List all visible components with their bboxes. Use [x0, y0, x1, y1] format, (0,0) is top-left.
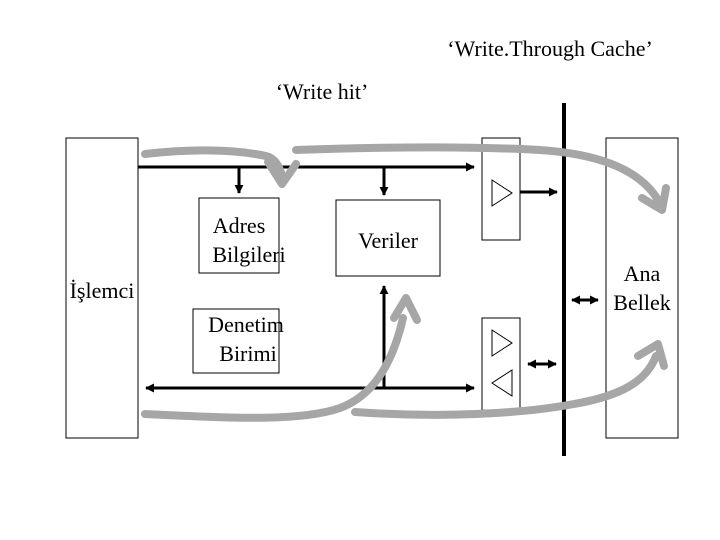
diagram-title: ‘Write.Through Cache’ [447, 36, 653, 61]
control-label-line1: Denetim [208, 312, 284, 337]
bottom-buffer-right-triangle-icon [491, 329, 513, 357]
control-label-line2: Birimi [219, 341, 276, 366]
flow-arrow-lower-to-memory [351, 352, 660, 419]
top-buffer-box [481, 137, 521, 241]
flow-arrow-to-memory [292, 143, 662, 204]
flow-arrowhead-memory [638, 184, 670, 214]
flow-arrowhead-address [264, 158, 300, 188]
processor-block [65, 137, 139, 439]
memory-label-line2: Bellek [613, 290, 670, 315]
diagram-subtitle: ‘Write hit’ [276, 79, 369, 104]
processor-label: İşlemci [70, 278, 135, 303]
address-block [198, 197, 280, 274]
control-block [192, 308, 280, 374]
address-label-line1: Adres [213, 213, 266, 238]
data-label: Veriler [358, 228, 419, 253]
bottom-buffer-box [481, 317, 521, 411]
address-label-line2: Bilgileri [212, 242, 285, 267]
flow-arrow-to-address [141, 146, 286, 180]
flow-arrowhead-lower-memory [634, 340, 668, 370]
flow-arrowhead-data [390, 294, 421, 324]
flow-arrow-to-data [141, 314, 407, 422]
data-block [335, 199, 441, 277]
write-hit-flow-arrows [141, 143, 670, 422]
memory-label-line1: Ana [624, 261, 661, 286]
top-buffer-triangle-icon [491, 179, 513, 207]
bottom-buffer-left-triangle-icon [491, 369, 513, 397]
